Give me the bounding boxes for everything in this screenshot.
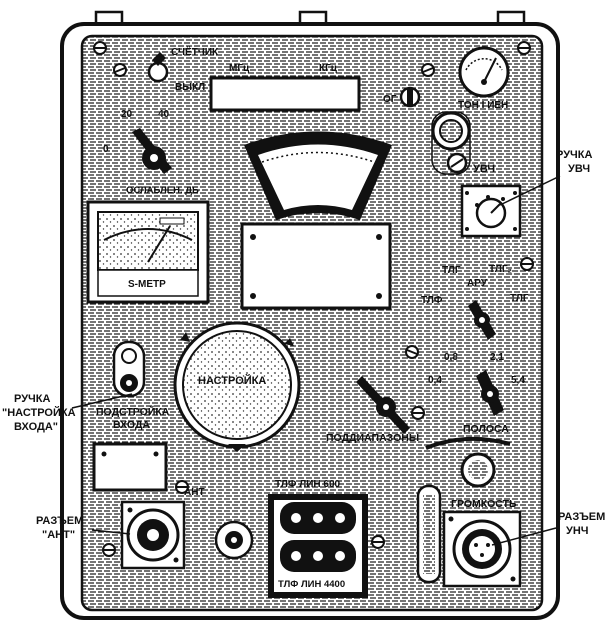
leader-uvch — [499, 175, 561, 206]
uvch-top-knob[interactable] — [431, 111, 471, 151]
band-scale-arc — [425, 436, 511, 450]
label-tlf-lin-4400: ТЛФ ЛИН 4400 — [278, 579, 345, 590]
leader-unch — [491, 527, 557, 546]
subbands-switch[interactable] — [356, 376, 410, 434]
label-og: ОГ — [383, 94, 397, 105]
label-conn-unch-1: РАЗЪЕМ — [558, 511, 605, 523]
tone-meter — [458, 46, 510, 98]
socket-tlf-4400[interactable] — [280, 540, 356, 572]
tuning-scale-window — [244, 131, 392, 220]
tuning-knob[interactable] — [173, 321, 301, 452]
ant-plate — [92, 442, 168, 492]
uvch-lower-screw — [446, 152, 468, 174]
leader-tuning-in — [71, 393, 133, 409]
label-conn-ant-1: РАЗЪЕМ — [36, 515, 83, 527]
ant-connector[interactable] — [120, 500, 186, 570]
label-tlg2: ТЛГ₂ — [489, 264, 512, 275]
label-input-trim-2: ВХОДА — [113, 419, 150, 431]
label-knob-uvch-1: РУЧКА — [556, 149, 592, 161]
input-trim-control[interactable] — [112, 340, 146, 398]
label-tuning: НАСТРОЙКА — [198, 374, 266, 387]
label-ant: АНТ — [184, 487, 205, 498]
counter-switch[interactable] — [147, 52, 169, 83]
label-s-meter: S-МЕТР — [128, 279, 166, 290]
label-conn-ant-2: "АНТ" — [42, 529, 75, 541]
label-tlf-lin-600: ТЛФ ЛИН 600 — [275, 479, 341, 490]
volume-knob[interactable] — [460, 452, 496, 488]
label-counter: СЧЁТЧИК — [171, 45, 219, 58]
label-off: ВЫКЛ — [175, 82, 205, 93]
leader-ant — [91, 529, 131, 535]
label-scale-0: 0 — [103, 144, 109, 155]
label-aru: АРУ — [467, 278, 488, 289]
label-scale-40: 40 — [158, 109, 170, 120]
s-meter — [86, 200, 210, 304]
label-knob-tuning-in-1: РУЧКА — [14, 393, 50, 405]
panel-face — [80, 34, 544, 612]
label-bw-21: 2,1 — [490, 352, 504, 363]
corner-screws — [93, 41, 534, 557]
uvch-gain-control[interactable] — [460, 184, 522, 238]
attenuator-knob[interactable] — [132, 128, 172, 174]
og-switch[interactable] — [399, 86, 421, 108]
label-bw-04: 0,4 — [428, 375, 442, 386]
label-attenuation: ОСЛАБЛЕН. ДБ — [126, 185, 199, 196]
label-volume: ГРОМКОСТЬ — [451, 498, 517, 510]
frequency-display-window — [209, 76, 361, 112]
label-tlg-right: ТЛГ — [510, 293, 529, 304]
bandwidth-switch[interactable] — [476, 370, 504, 416]
label-ton-ien: ТОН I ИЕН — [458, 100, 508, 111]
fuse-holder[interactable] — [416, 484, 442, 584]
label-mhz: МГц — [229, 63, 250, 74]
mode-switch-knob[interactable] — [468, 300, 496, 340]
socket-tlf-600[interactable] — [280, 502, 356, 534]
round-jack[interactable] — [214, 520, 254, 560]
label-conn-unch-2: УНЧ — [566, 525, 589, 537]
label-band: ПОЛОСА — [463, 423, 509, 435]
unch-connector[interactable] — [442, 510, 522, 588]
uvch-column-outline — [431, 111, 471, 175]
label-knob-uvch-2: УВЧ — [568, 163, 590, 175]
label-khz: КГц — [319, 63, 338, 74]
label-tlg: ТЛГ — [442, 265, 461, 276]
label-subbands: ПОДДИАПАЗОНЫ — [326, 432, 419, 444]
label-bw-54: 5,4 — [511, 375, 525, 386]
label-tlf: ТЛФ — [421, 295, 443, 306]
label-knob-tuning-in-3: ВХОДА" — [14, 421, 58, 433]
label-uvch: УВЧ — [473, 163, 495, 175]
label-scale-20: 20 — [121, 109, 133, 120]
label-input-trim-1: ПОДСТРОЙКА — [96, 405, 170, 418]
blank-nameplate — [240, 222, 392, 310]
label-bw-08: 0,8 — [444, 352, 458, 363]
label-knob-tuning-in-2: "НАСТРОЙКА — [2, 406, 76, 419]
